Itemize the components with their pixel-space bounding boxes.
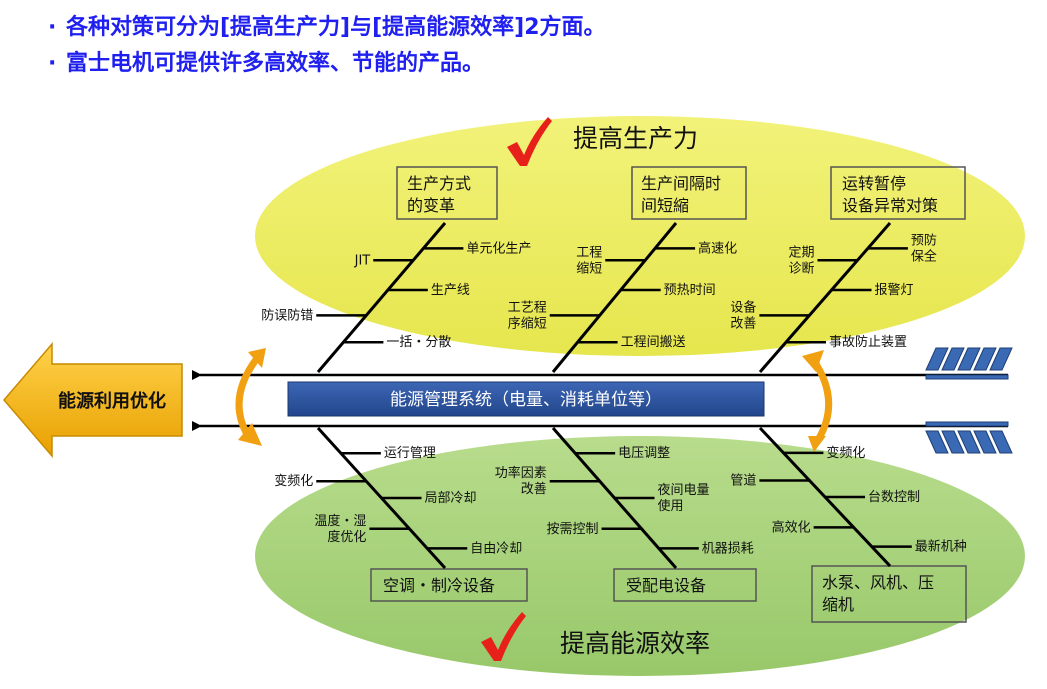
bone-label: 电压调整 <box>618 446 670 461</box>
bone-label: 工程间搬送 <box>621 335 686 350</box>
bone-label: 生产线 <box>431 283 470 298</box>
bone-label: 事故防止装置 <box>829 334 907 350</box>
bone-label: 运行管理 <box>384 446 436 461</box>
energy-management-bar-label: 能源管理系统（电量、消耗单位等） <box>390 390 662 410</box>
bottom-category-box-1: 空调・制冷设备 <box>370 568 528 602</box>
bone-label: 一括・分散 <box>386 335 451 350</box>
cycle-arrow-icon <box>808 436 826 452</box>
bone-label: 工程 <box>576 245 602 260</box>
bone-label: 按需控制 <box>547 522 599 537</box>
bone-label: 防误防错 <box>261 307 313 323</box>
energy-management-bar <box>287 381 765 417</box>
bone-label: 高速化 <box>698 240 737 256</box>
header-line-2-text: 富士电机可提供许多高效率、节能的产品。 <box>66 51 485 76</box>
bone-label: 管道 <box>730 473 756 488</box>
top-category-box-3: 运转暂停 设备异常对策 <box>830 166 966 220</box>
upper-tail-icon <box>925 347 1013 380</box>
bone-label: 设备 <box>730 299 756 315</box>
bone-label: 台数控制 <box>868 490 920 505</box>
bone-label: 温度・湿 <box>314 513 366 529</box>
bone-label: 序缩短 <box>508 315 547 331</box>
checkmark-icon <box>481 612 526 661</box>
energy-optimization-label: 能源利用优化 <box>58 390 166 412</box>
top-category-box-2: 生产间隔时 间短縮 <box>631 166 747 220</box>
bone-label: 机器损耗 <box>702 541 754 556</box>
box-line: 生产间隔时 <box>641 174 721 193</box>
bone-label: 使用 <box>658 498 684 514</box>
box-line: 空调・制冷设备 <box>383 576 495 595</box>
energy-efficiency-title: 提高能源效率 <box>560 629 710 658</box>
cycle-arrow-icon <box>248 348 266 368</box>
bone-label: 度优化 <box>327 529 366 545</box>
productivity-ellipse <box>255 116 1025 356</box>
header-bullets: · 各种对策可分为[提高生产力]与[提高能源效率]2方面。 · 富士电机可提供许多高… <box>48 10 606 82</box>
left-arrow-icon <box>3 341 183 459</box>
bone-label: 缩短 <box>576 260 602 276</box>
checkmark-icon <box>507 117 552 166</box>
bullet-dot: · <box>48 15 57 40</box>
cycle-arrow-icon <box>238 423 262 446</box>
cycle-arrow-icon <box>802 350 824 372</box>
productivity-title: 提高生产力 <box>573 124 698 153</box>
bone-label: 改善 <box>521 481 547 497</box>
bone-label: 自由冷却 <box>470 541 522 556</box>
box-line: 运转暂停 <box>842 174 906 193</box>
header-line-2: · 富士电机可提供许多高效率、节能的产品。 <box>48 46 606 82</box>
header-line-1: · 各种对策可分为[提高生产力]与[提高能源效率]2方面。 <box>48 10 606 46</box>
bone-label: 诊断 <box>788 261 814 276</box>
cycle-arrow-icon <box>235 354 261 438</box>
bone-label: 最新机种 <box>915 539 967 555</box>
bone-label: 单元化生产 <box>466 241 531 256</box>
top-category-box-1: 生产方式 的变革 <box>396 166 498 220</box>
bone-label: 保全 <box>911 248 937 264</box>
box-line: 生产方式 <box>407 174 471 193</box>
bone-label: 夜间电量 <box>658 483 710 498</box>
box-line: 的变革 <box>407 196 455 215</box>
bottom-category-box-2: 受配电设备 <box>613 568 757 602</box>
lower-tail-icon <box>925 421 1013 454</box>
box-line: 受配电设备 <box>626 576 706 595</box>
bone-label: 预热时间 <box>664 283 716 298</box>
bone-label: 工艺程 <box>508 300 547 315</box>
bone-label: 改善 <box>730 315 756 331</box>
box-line: 间短縮 <box>641 196 689 215</box>
header-line-1-text: 各种对策可分为[提高生产力]与[提高能源效率]2方面。 <box>66 15 606 40</box>
bone-label: 局部冷却 <box>425 491 477 506</box>
bullet-dot: · <box>48 51 57 76</box>
bone-label: 功率因素 <box>495 465 547 481</box>
box-line: 缩机 <box>822 595 854 614</box>
bone-label: 报警灯 <box>875 282 914 298</box>
bone-label: 定期 <box>788 245 814 260</box>
bone-label: JIT <box>354 253 371 268</box>
bone-label: 变频化 <box>274 473 313 489</box>
bone-label: 变频化 <box>826 445 865 461</box>
bone-label: 预防 <box>911 232 937 248</box>
box-line: 水泵、风机、压 <box>822 573 934 592</box>
cycle-arrow-icon <box>809 355 833 442</box>
bone-label: 高效化 <box>772 519 811 535</box>
box-line: 设备异常对策 <box>842 196 938 215</box>
